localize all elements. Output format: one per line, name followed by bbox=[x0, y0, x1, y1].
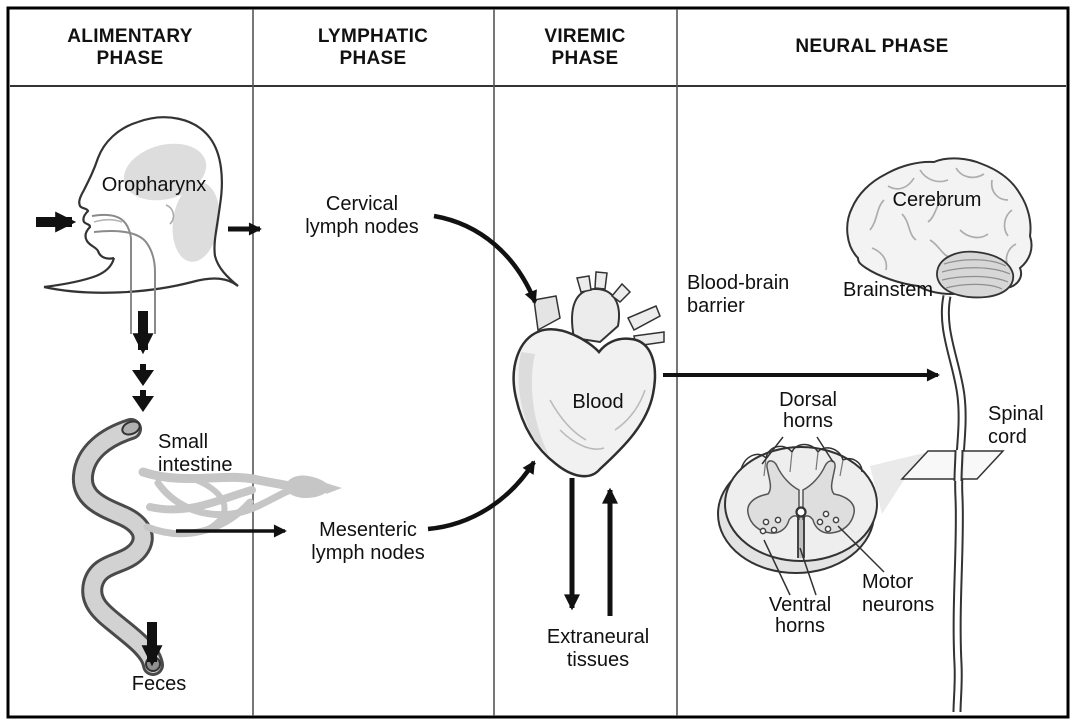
label-motor-neurons: Motor neurons bbox=[862, 571, 935, 616]
mesenteric-lymph-vessels-illustration bbox=[138, 467, 342, 538]
label-brainstem: Brainstem bbox=[842, 279, 934, 301]
label-cerebrum: Cerebrum bbox=[892, 189, 982, 211]
label-pointer-lines bbox=[761, 436, 885, 596]
label-blood: Blood bbox=[572, 391, 624, 413]
label-cervical-lymph-nodes: Cervical lymph nodes bbox=[305, 193, 419, 238]
central-canal bbox=[795, 506, 807, 518]
label-blood-brain-barrier: Blood-brain barrier bbox=[687, 272, 790, 317]
small-intestine-illustration bbox=[71, 418, 164, 676]
header-alimentary-phase: ALIMENTARY PHASE bbox=[67, 26, 193, 69]
label-oropharynx: Oropharynx bbox=[101, 174, 207, 196]
head-profile-illustration bbox=[43, 116, 239, 334]
brain-illustration bbox=[846, 157, 1033, 299]
gray-matter-left bbox=[747, 460, 800, 534]
spinal-cord-illustration bbox=[870, 295, 1005, 713]
label-ventral-horns: Ventral horns bbox=[768, 594, 832, 637]
label-feces: Feces bbox=[131, 673, 187, 695]
ventral-median-fissure bbox=[797, 517, 805, 558]
header-viremic-phase: VIREMIC PHASE bbox=[544, 26, 626, 69]
arrow-chevron-1 bbox=[132, 364, 154, 386]
motor-neuron-dots bbox=[759, 510, 840, 535]
label-small-intestine: Small intestine bbox=[158, 431, 233, 476]
label-spinal-cord: Spinal cord bbox=[988, 403, 1044, 448]
arrow-cervical-nodes-to-blood bbox=[433, 213, 538, 304]
label-extraneural-tissues: Extraneural tissues bbox=[546, 626, 650, 671]
label-dorsal-horns: Dorsal horns bbox=[779, 389, 837, 432]
heart-illustration bbox=[512, 271, 665, 478]
label-mesenteric-lymph-nodes: Mesenteric lymph nodes bbox=[311, 519, 425, 564]
arrow-chevron-2 bbox=[132, 390, 154, 412]
arrow-mesenteric-nodes-to-blood bbox=[427, 460, 536, 532]
flow-arrows bbox=[36, 211, 940, 667]
header-lymphatic-phase: LYMPHATIC PHASE bbox=[317, 26, 429, 69]
cut-plane bbox=[900, 450, 1005, 480]
header-neural-phase: NEURAL PHASE bbox=[795, 36, 949, 57]
cord-cross-section-illustration bbox=[717, 436, 885, 596]
